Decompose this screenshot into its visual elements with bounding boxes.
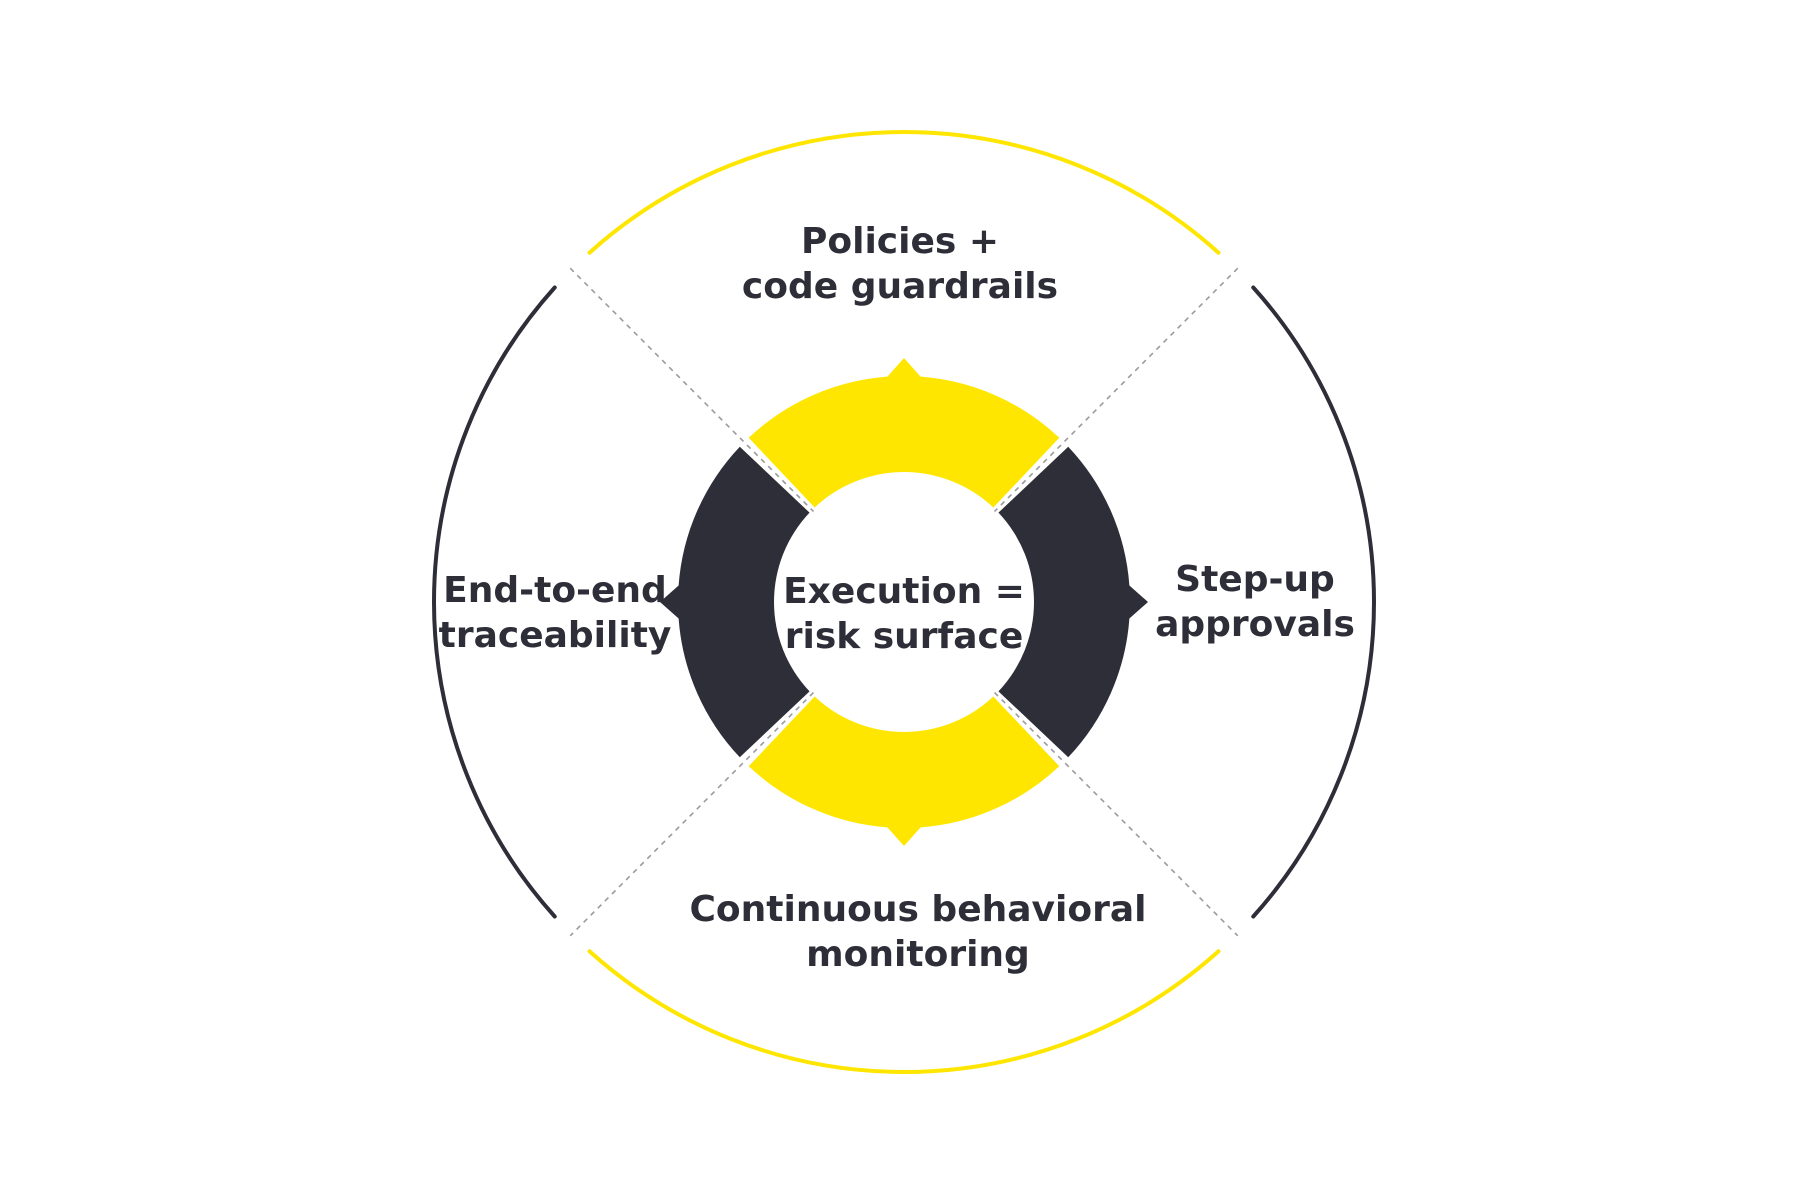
inner-segment-bottom <box>748 696 1060 846</box>
inner-segment-left <box>660 446 810 758</box>
outer-arc-left <box>432 285 557 919</box>
outer-arc-top <box>587 130 1221 255</box>
label-right-line2: approvals <box>1155 604 1355 645</box>
outer-arc-bottom <box>587 949 1221 1074</box>
label-right-line1: Step-up <box>1175 559 1335 600</box>
inner-segment-top <box>748 358 1060 508</box>
center-circle <box>776 474 1032 730</box>
label-left-line2: traceability <box>439 615 672 656</box>
label-top-line1: Policies + <box>801 221 999 262</box>
outer-ring <box>432 130 1376 1074</box>
label-top-line2: code guardrails <box>742 266 1058 307</box>
inner-segment-right <box>998 446 1148 758</box>
center-label-line2: risk surface <box>785 616 1024 657</box>
outer-arc-right <box>1251 285 1376 919</box>
label-bottom-line1: Continuous behavioral <box>690 889 1147 930</box>
label-bottom-line2: monitoring <box>806 934 1030 975</box>
center-label-line1: Execution = <box>783 571 1025 612</box>
label-left-line1: End-to-end <box>443 570 667 611</box>
inner-ring <box>660 358 1148 846</box>
